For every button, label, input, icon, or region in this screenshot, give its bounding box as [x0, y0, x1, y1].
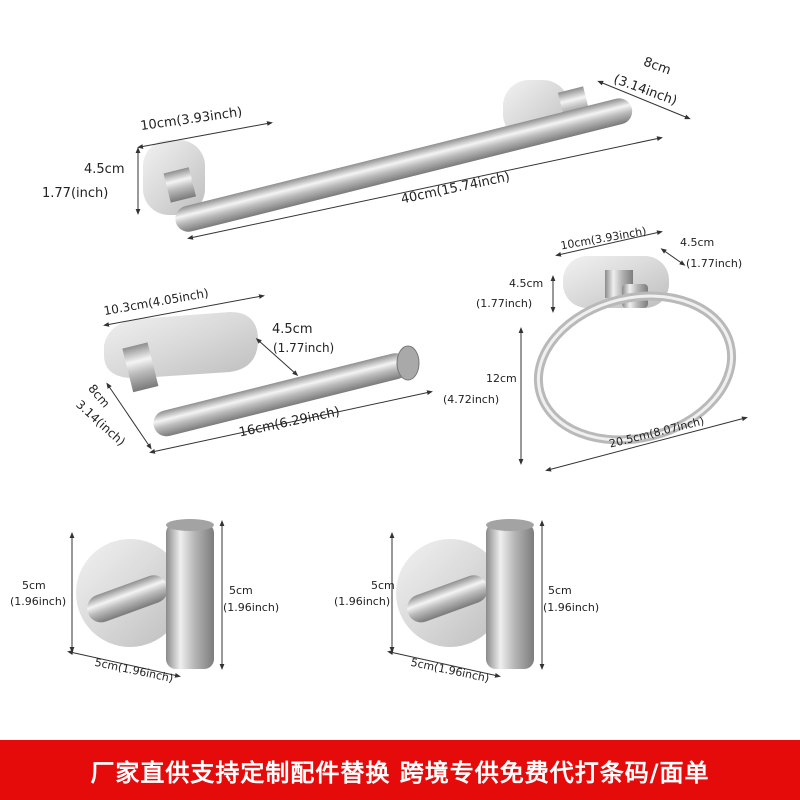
paper-holder-end-cap: [396, 345, 420, 381]
towel-ring-height-inch-label: (4.72inch): [443, 393, 500, 406]
towel-ring-height-label: 12cm: [486, 372, 517, 385]
hook-right-post-height-inch-label: (1.96inch): [543, 601, 600, 614]
hook-right-post-height-label: 5cm: [548, 584, 572, 597]
hook-left: [67, 519, 225, 678]
towel-bar-height-label: 4.5cm: [84, 162, 125, 177]
towel-ring-plate-height-inch-label: (1.77inch): [476, 297, 533, 310]
paper-holder-plate: [104, 312, 258, 379]
hook-left-post-height-inch-label: (1.96inch): [223, 601, 280, 614]
hook-left-plate-height-label: 5cm: [22, 579, 46, 592]
paper-holder: [103, 294, 433, 454]
hook-right: [387, 519, 545, 678]
hook-right-plate-height-label: 5cm: [371, 579, 395, 592]
towel-bar-height-inch-label: 1.77(inch): [42, 186, 109, 201]
towel-bar: [135, 80, 691, 240]
hook-left-arm: [87, 575, 168, 623]
product-illustration: [67, 80, 748, 678]
towel-ring-plate-height-label: 4.5cm: [509, 277, 544, 290]
hook-left-plate-height-inch-label: (1.96inch): [10, 595, 67, 608]
hook-right-plate-height-inch-label: (1.96inch): [334, 595, 391, 608]
paper-holder-height-inch-label: (1.77inch): [273, 341, 335, 355]
hook-left-post-height-label: 5cm: [229, 584, 253, 597]
towel-ring-depth-label: 4.5cm: [680, 236, 715, 249]
promo-banner: 厂家直供支持定制配件替换 跨境专供免费代打条码/面单: [0, 740, 800, 800]
towel-ring: [518, 230, 748, 472]
towel-ring-depth-inch-label: (1.77inch): [686, 257, 743, 270]
paper-holder-post: [122, 342, 159, 393]
paper-holder-height-label: 4.5cm: [272, 322, 313, 337]
hook-right-post: [486, 523, 534, 669]
hook-right-arm: [407, 575, 488, 623]
hook-left-post: [166, 523, 214, 669]
